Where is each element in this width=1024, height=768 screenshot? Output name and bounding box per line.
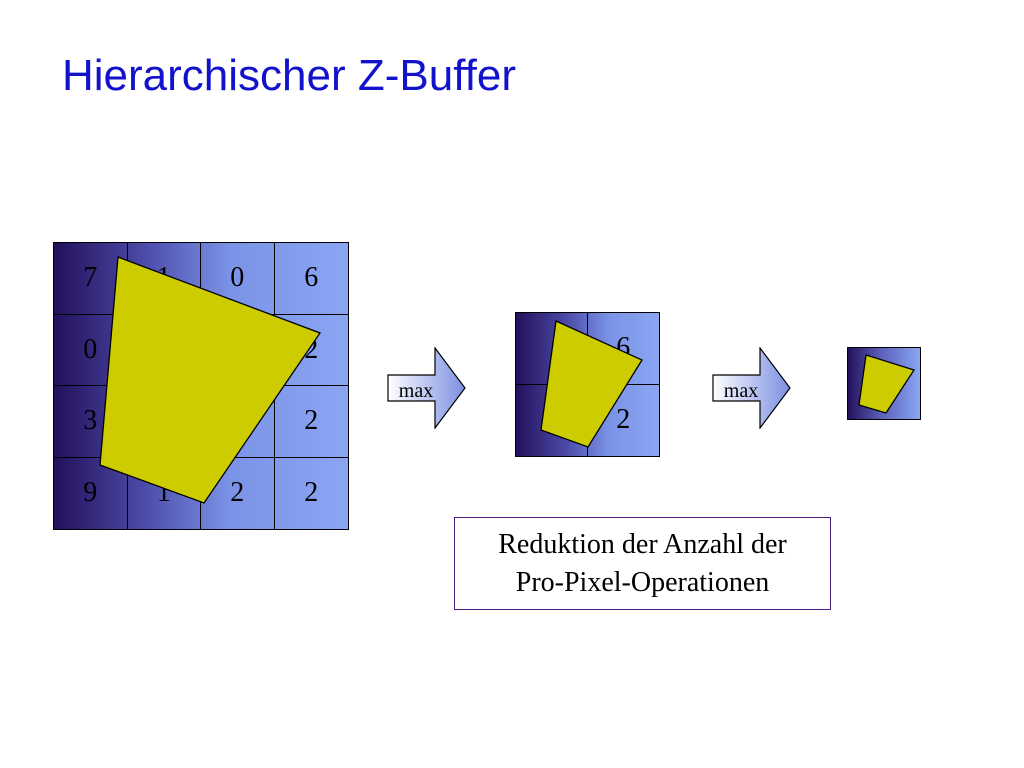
caption-box: Reduktion der Anzahl der Pro-Pixel-Opera… xyxy=(454,517,831,610)
right-arrow-icon xyxy=(387,347,466,429)
depth-cell xyxy=(201,386,275,458)
slide-title: Hierarchischer Z-Buffer xyxy=(62,51,516,100)
depth-cell: 2 xyxy=(304,477,319,509)
arrow-label: max xyxy=(398,380,434,402)
right-arrow-icon xyxy=(712,347,791,429)
arrow-label: max xyxy=(723,380,759,402)
max-reduction-arrow: max xyxy=(712,347,792,429)
caption-line: Pro-Pixel-Operationen xyxy=(515,566,770,598)
projected-polygon-large xyxy=(99,256,322,504)
depth-cell: 2 xyxy=(616,404,631,436)
projected-polygon-small xyxy=(858,354,916,414)
depth-cell: 2 xyxy=(274,386,348,458)
depth-cell: 2 xyxy=(201,457,275,529)
depth-cell: 9 xyxy=(54,457,128,529)
projected-polygon-medium xyxy=(540,320,643,448)
max-reduction-arrow: max xyxy=(387,347,467,429)
caption-line: Reduktion der Anzahl der xyxy=(498,528,787,560)
depth-cell: 6 xyxy=(274,243,348,315)
